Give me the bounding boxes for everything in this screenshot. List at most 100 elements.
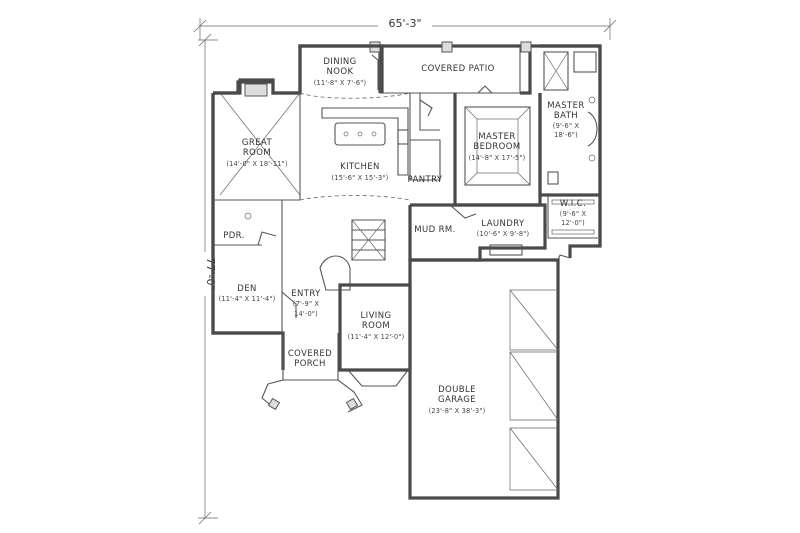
room-name: ROOM — [362, 321, 390, 331]
room-dims: (9'-6" X — [560, 210, 587, 218]
pdr-walls — [213, 199, 283, 246]
room-name: BEDROOM — [473, 142, 520, 152]
room-master-bath: MASTER BATH (9'-6" X 18'-6") — [547, 101, 584, 139]
tray-ceiling-inner — [476, 118, 519, 174]
room-name: NOOK — [327, 67, 354, 77]
nook-bay — [371, 54, 379, 90]
wic-walls — [547, 195, 598, 239]
room-dims: (15'-6" X 15'-3") — [332, 174, 389, 182]
room-name: PANTRY — [408, 175, 443, 185]
door-swing — [477, 85, 493, 94]
overall-depth-label: 77'-0" — [204, 257, 217, 290]
room-kitchen: KITCHEN (15'-6" X 15'-3") — [332, 162, 389, 182]
room-name: KITCHEN — [340, 162, 380, 172]
toilet-room — [573, 51, 597, 73]
room-covered-porch: COVERED PORCH — [288, 349, 332, 369]
sink — [588, 154, 596, 162]
covered-porch-walls — [282, 333, 339, 381]
room-dims: (14'-0" X 18'-11") — [226, 160, 287, 168]
room-name: ROOM — [243, 148, 271, 158]
door-swing — [257, 231, 277, 246]
shower-x — [543, 51, 569, 91]
beam-arc — [299, 195, 411, 201]
tray-ceiling-corners — [464, 106, 531, 186]
tub-curve — [587, 111, 598, 147]
room-name: DINING — [323, 57, 356, 67]
north-wall-great-room — [213, 80, 300, 95]
closet-rod — [551, 229, 595, 235]
garage-corner — [557, 254, 571, 261]
shower — [543, 51, 569, 91]
room-dims: 14'-0") — [294, 310, 318, 318]
porch-column — [345, 397, 359, 411]
room-dims: (10'-6" X 9'-8") — [477, 230, 529, 238]
door-swing — [449, 204, 477, 219]
room-dims: 12'-0") — [561, 219, 585, 227]
room-laundry: LAUNDRY (10'-6" X 9'-8") — [477, 219, 529, 238]
stair-x — [351, 219, 386, 261]
garage-walls — [408, 258, 560, 500]
room-name: MASTER — [547, 101, 584, 111]
room-dims: (9'-6" X — [553, 122, 580, 130]
porch-column — [267, 397, 281, 411]
pantry-walls — [409, 93, 441, 181]
room-name: DEN — [237, 284, 256, 294]
room-living-room: LIVING ROOM (11'-4" X 12'-0") — [348, 311, 405, 341]
room-dims: (23'-8" X 38'-3") — [429, 407, 486, 415]
patio-column — [441, 41, 453, 53]
room-dims: (11'-4" X 11'-4") — [219, 295, 276, 303]
room-name: BATH — [554, 111, 578, 121]
kitchen-counter — [321, 107, 409, 176]
room-dims: (14'-8" X 17'-5") — [469, 154, 526, 162]
room-name: COVERED — [288, 349, 332, 359]
room-dims: (11'-4" X 12'-0") — [348, 333, 405, 341]
room-name: GARAGE — [438, 395, 476, 405]
patio-column — [520, 41, 532, 53]
tray-ceiling — [464, 106, 531, 186]
range — [397, 129, 409, 145]
master-bath-walls — [538, 44, 602, 246]
closet-rod — [551, 199, 595, 205]
door-swing — [419, 99, 433, 117]
living-bay-window — [347, 369, 409, 387]
room-powder: PDR. — [223, 231, 245, 241]
vaulted-ceiling-lines — [219, 92, 301, 196]
room-name: LIVING — [361, 311, 392, 321]
island-stool — [371, 131, 377, 137]
room-great-room: GREAT ROOM (14'-0" X 18'-11") — [226, 138, 287, 168]
door-swing — [281, 291, 297, 318]
room-entry: ENTRY (7'-9" X 14'-0") — [291, 289, 321, 318]
sink — [588, 96, 596, 104]
room-name: ENTRY — [291, 289, 321, 299]
room-name: LAUNDRY — [481, 219, 525, 229]
room-wic: W.I.C. (9'-6" X 12'-0") — [560, 199, 587, 227]
room-name: GREAT — [242, 138, 273, 148]
room-pantry: PANTRY — [408, 175, 443, 185]
room-name: DOUBLE — [438, 385, 476, 395]
room-name: MUD RM. — [414, 225, 456, 235]
island-stool — [343, 131, 349, 137]
room-mud-room: MUD RM. — [414, 225, 456, 235]
garage-door-swings — [509, 289, 559, 491]
room-name: MASTER — [478, 132, 515, 142]
beam-arc — [299, 92, 411, 99]
washer-box — [547, 171, 559, 185]
covered-patio-outline — [379, 46, 521, 94]
island-stool — [357, 131, 363, 137]
overall-width-label: 65'-3" — [388, 17, 421, 30]
room-name: W.I.C. — [560, 199, 586, 209]
room-name: COVERED PATIO — [421, 64, 495, 74]
room-dims: (11'-8" X 7'-6") — [314, 79, 366, 87]
room-name: PDR. — [223, 231, 245, 241]
dining-nook-walls — [298, 44, 384, 93]
fireplace — [244, 83, 268, 97]
room-name: PORCH — [294, 359, 326, 369]
room-covered-patio: COVERED PATIO — [421, 64, 495, 74]
kitchen-island — [334, 122, 386, 146]
laundry-counter — [489, 244, 523, 256]
room-dims: (7'-9" X — [293, 300, 320, 308]
room-double-garage: DOUBLE GARAGE (23'-8" X 38'-3") — [429, 385, 486, 415]
room-dims: 18'-6") — [554, 131, 578, 139]
room-master-bedroom: MASTER BEDROOM (14'-8" X 17'-5") — [469, 132, 526, 162]
